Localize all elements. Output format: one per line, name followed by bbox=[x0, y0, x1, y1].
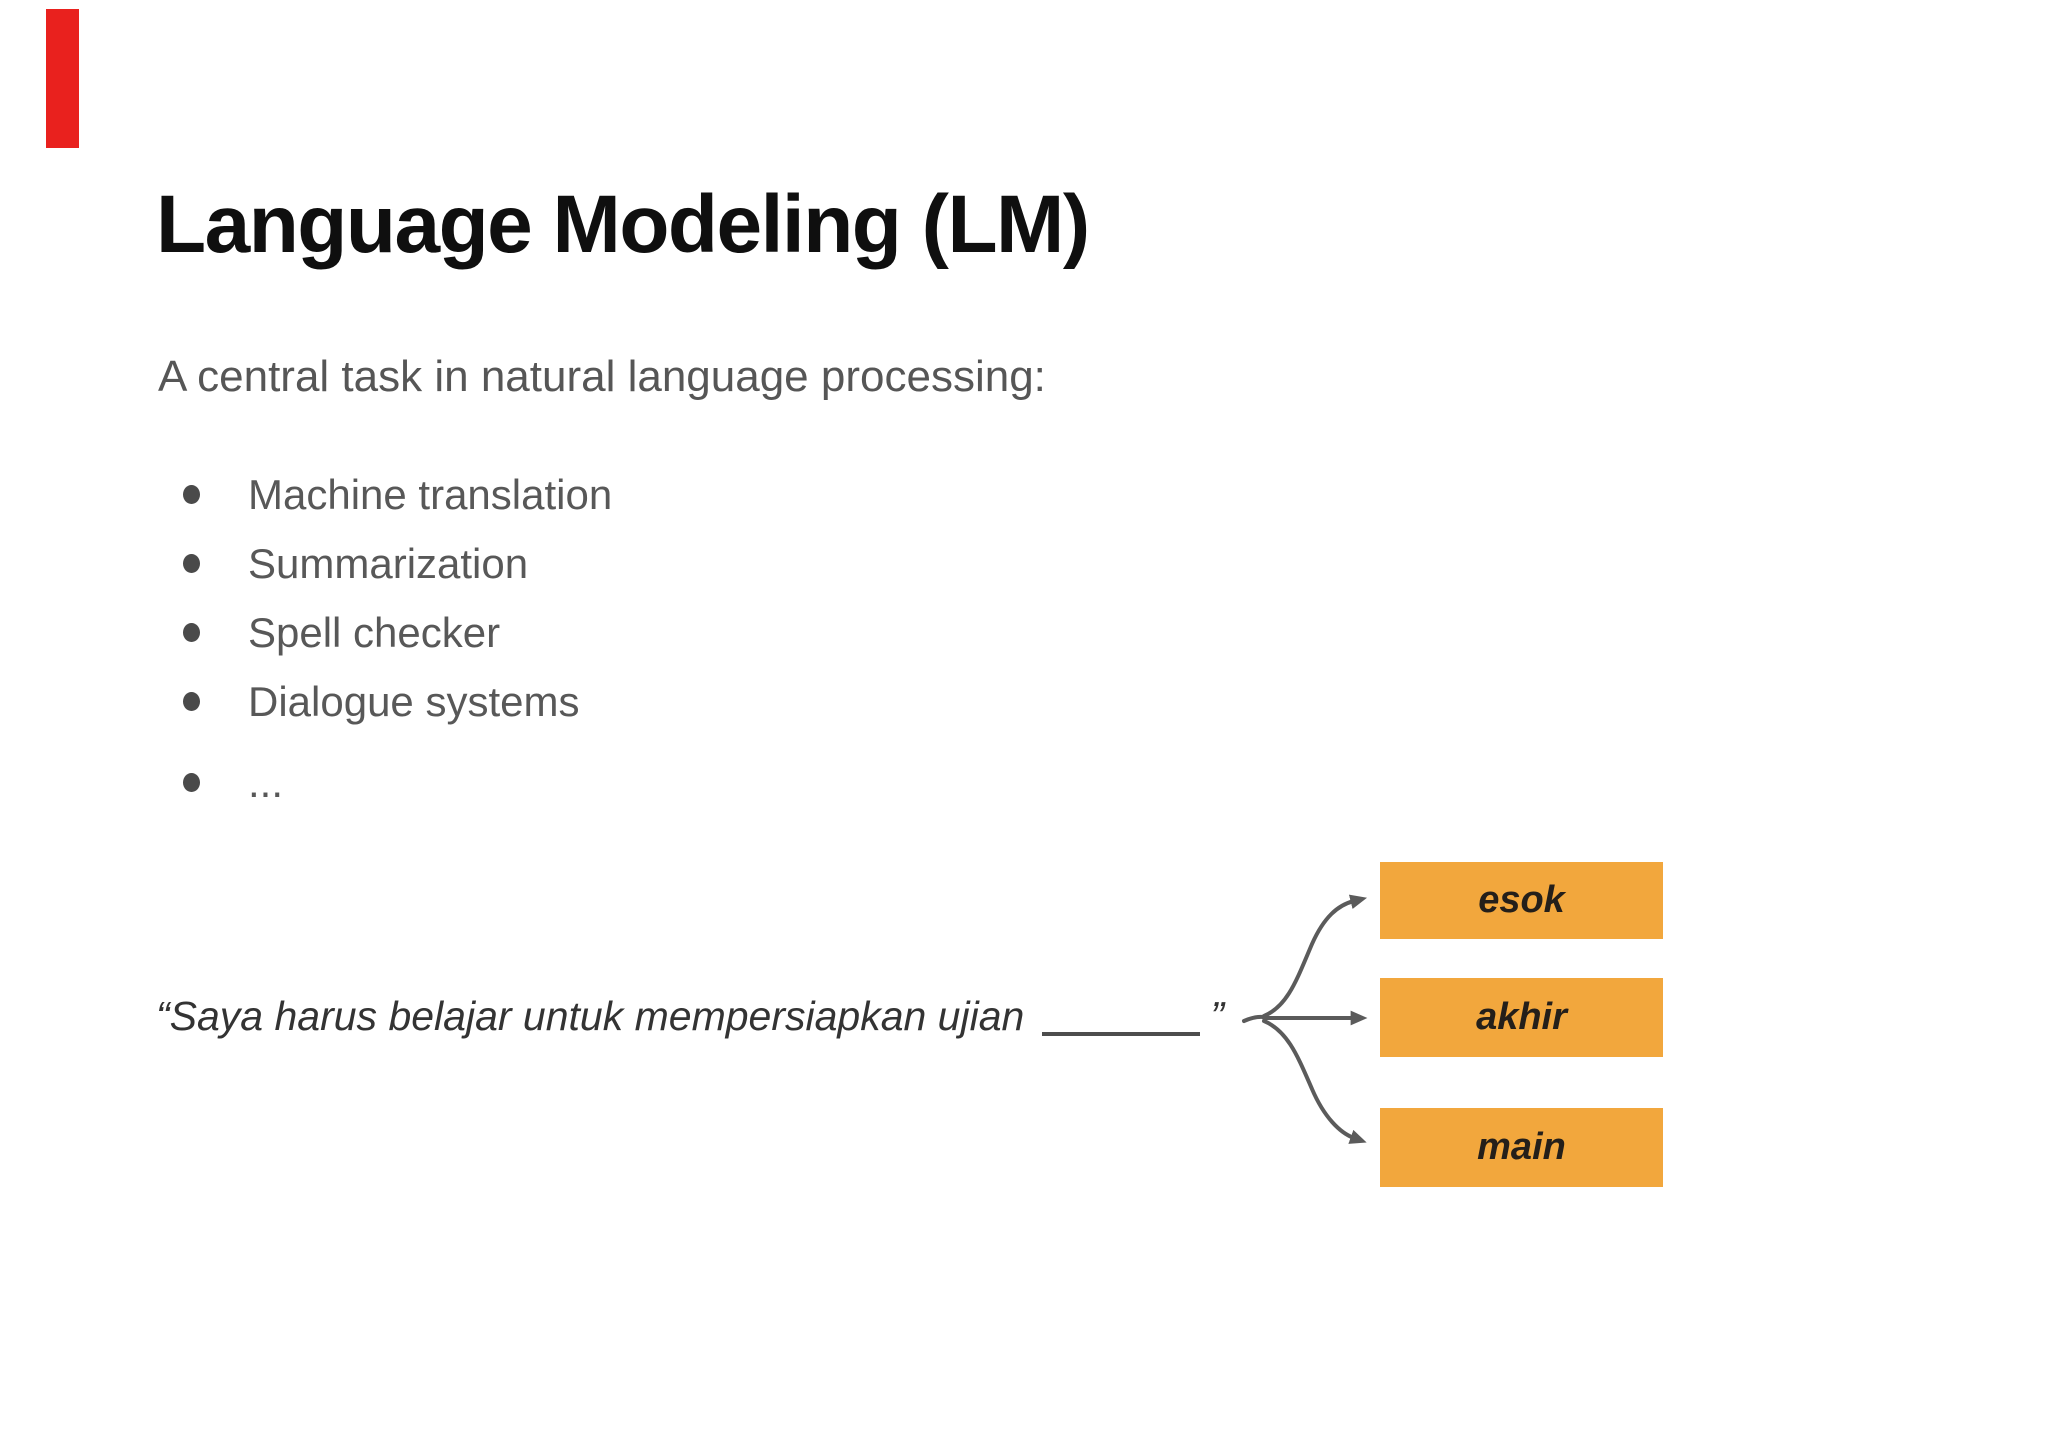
candidate-label: akhir bbox=[1476, 996, 1567, 1038]
list-item: Summarization bbox=[183, 529, 612, 598]
candidate-box-esok: esok bbox=[1380, 862, 1663, 939]
red-marker bbox=[46, 9, 79, 148]
arrow-to-main bbox=[1262, 1019, 1367, 1144]
bullet-dot-icon bbox=[183, 623, 200, 642]
bullet-label: Machine translation bbox=[248, 470, 613, 518]
example-sentence: “Saya harus belajar untuk mempersiapkan … bbox=[156, 993, 1224, 1040]
bullet-dot-icon bbox=[183, 773, 200, 792]
fan-origin-tick bbox=[1242, 1014, 1266, 1023]
quote-close: ” bbox=[1210, 993, 1224, 1039]
candidate-label: main bbox=[1477, 1126, 1566, 1168]
slide-title: Language Modeling (LM) bbox=[156, 179, 1090, 270]
blank-underline bbox=[1042, 1022, 1201, 1036]
quote-open: “ bbox=[156, 993, 170, 1039]
candidate-box-akhir: akhir bbox=[1380, 978, 1663, 1057]
list-item: Machine translation bbox=[183, 460, 612, 529]
bullet-label: ... bbox=[248, 758, 284, 806]
bullet-label: Dialogue systems bbox=[248, 677, 580, 725]
list-item: ... bbox=[183, 748, 612, 817]
list-item: Spell checker bbox=[183, 598, 612, 667]
candidate-box-main: main bbox=[1380, 1108, 1663, 1187]
candidate-label: esok bbox=[1478, 879, 1565, 921]
bullet-dot-icon bbox=[183, 485, 200, 504]
bullet-dot-icon bbox=[183, 692, 200, 711]
bullet-list: Machine translation Summarization Spell … bbox=[183, 460, 612, 817]
sentence-text: Saya harus belajar untuk mempersiapkan u… bbox=[169, 993, 1025, 1039]
bullet-label: Summarization bbox=[248, 539, 529, 587]
branch-arrows bbox=[1242, 894, 1368, 1144]
list-item: Dialogue systems bbox=[183, 667, 612, 736]
slide-subtitle: A central task in natural language proce… bbox=[158, 352, 1046, 401]
bullet-label: Spell checker bbox=[248, 608, 501, 656]
arrow-to-esok bbox=[1262, 894, 1368, 1018]
bullet-dot-icon bbox=[183, 554, 200, 573]
